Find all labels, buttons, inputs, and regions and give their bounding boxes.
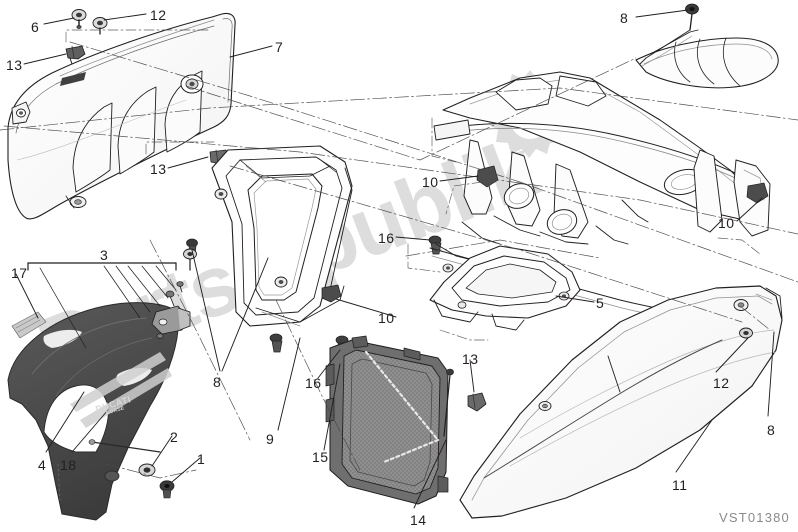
callout-12: 12 [150, 7, 167, 23]
callout-5: 5 [596, 295, 605, 311]
part-6-bushing [71, 9, 87, 29]
diagram-code: VST01380 [718, 510, 790, 525]
callout-8: 8 [767, 422, 776, 438]
callout-2: 2 [170, 429, 179, 445]
callout-18: 18 [60, 457, 77, 473]
part-14-pin [443, 368, 454, 437]
callout-6: 6 [31, 19, 40, 35]
callout-15: 15 [312, 449, 329, 465]
callout-10: 10 [422, 174, 439, 190]
part-7-upper-fairing [7, 12, 236, 220]
part-12-washer-right [739, 327, 753, 339]
part-13-clipnut-top [65, 45, 86, 65]
callout-16: 16 [378, 230, 395, 246]
part-12-washer [92, 17, 108, 35]
callout-3: 3 [100, 247, 109, 263]
callout-8: 8 [620, 10, 629, 26]
part-2-washer [138, 463, 156, 477]
part-4-front-mudguard [7, 302, 179, 521]
callout-12: 12 [713, 375, 730, 391]
part-top-right-duct [635, 29, 779, 89]
callout-4: 4 [38, 457, 47, 473]
part-9-headlight-frame [211, 145, 353, 327]
callout-14: 14 [410, 512, 427, 528]
callout-13: 13 [150, 161, 167, 177]
part-17-decal-strip [11, 311, 47, 339]
callout-13: 13 [6, 57, 23, 73]
part-15-air-duct [325, 335, 449, 505]
part-1-screw [159, 480, 175, 499]
callout-9: 9 [266, 431, 275, 447]
callout-17: 17 [11, 265, 28, 281]
callout-10: 10 [718, 215, 735, 231]
callout-11: 11 [672, 477, 688, 493]
callout-8: 8 [213, 374, 222, 390]
part-3-hardware-cluster [27, 248, 197, 349]
part-5-instrument-bracket [429, 245, 581, 331]
callout-16: 16 [305, 375, 322, 391]
part-13-clipnut-right [467, 392, 487, 412]
part-11-lower-fairing [459, 285, 783, 519]
callout-7: 7 [275, 39, 284, 55]
callout-13: 13 [462, 351, 479, 367]
callout-10: 10 [378, 310, 395, 326]
callout-1: 1 [197, 451, 206, 467]
